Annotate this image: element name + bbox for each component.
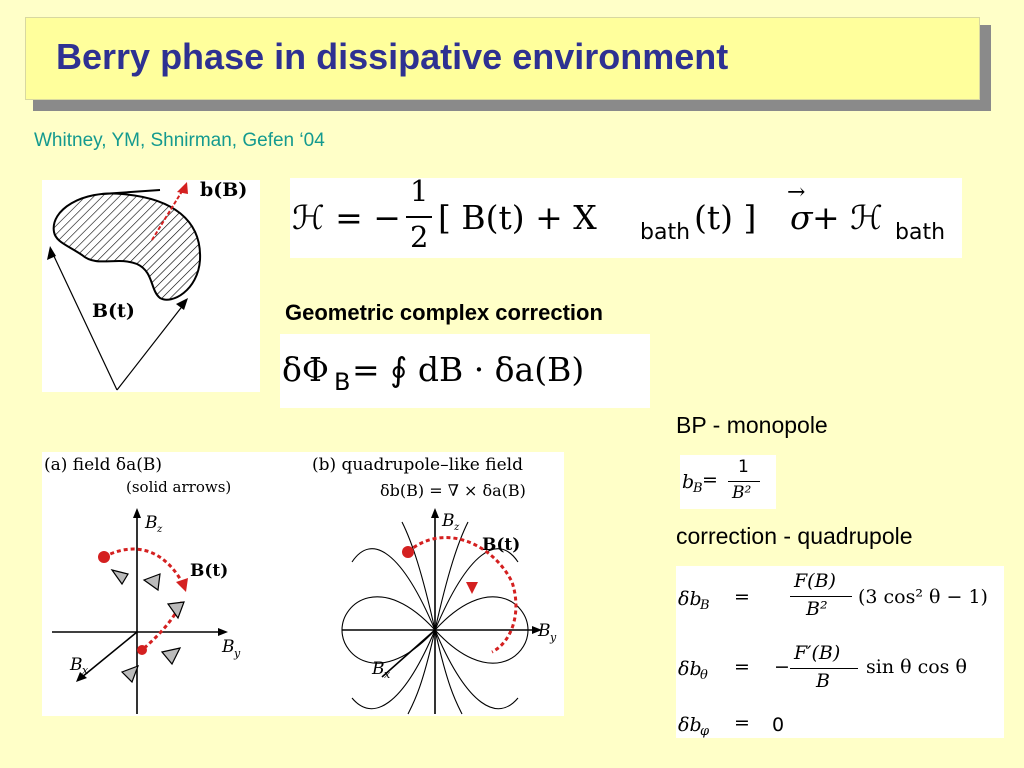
field-figure: (a) field δa(B) (solid arrows) (b) quadr… [42,452,564,716]
hamiltonian-sigma: σ [790,198,813,237]
hamiltonian-bracket-body: [ B(t) + X [438,198,597,237]
correction-rhs: = ∮ dB · δa(B) [352,350,585,389]
panel-a-dashed-path [103,547,184,583]
quad-row2-sub: θ [700,668,708,683]
quad-row2-bar [790,668,858,669]
berry-loop-diagram: b(B) B(t) [47,179,247,391]
panel-b-label: (b) quadrupole–like field [312,455,523,475]
monopole-equation: b B = 1 B² [680,455,776,509]
panel-a-axis-z: B [144,513,158,533]
panel-a-axes [52,514,222,714]
panel-b-axis-y: B [537,621,551,641]
quad-row3-sub: φ [700,724,710,739]
quad-row1-num: F(B) [794,570,836,592]
quad-row2-lhs: δb [678,658,702,680]
hatched-loop [52,192,202,301]
panel-a-label: (a) field δa(B) [44,455,162,475]
panel-a-axis-y: B [221,637,235,657]
correction-equation: δΦ B = ∮ dB · δa(B) [280,334,650,408]
panel-a-sublabel: (solid arrows) [126,478,231,496]
cone-left-edge [51,251,118,391]
monopole-eq-sign: = [702,469,718,491]
b-vector-arrow [151,187,185,241]
quad-row1-tail: (3 cos² θ − 1) [858,586,988,608]
quadrupole-label: correction - quadrupole [676,523,913,549]
hamiltonian-equation: ℋ = − 1 2 [ B(t) + X bath (t) ] → σ + ℋ … [290,174,962,258]
correction-lhs: δΦ [282,350,329,389]
quad-row3-lhs: δb [678,714,702,736]
B-of-t-label: B(t) [92,300,135,322]
panel-a-axis-y-sub: y [233,647,241,660]
hamiltonian-lhs: ℋ = − [292,198,401,237]
quad-row2-num: F′(B) [794,642,841,664]
quad-row2-sign: − [774,656,790,678]
panel-b-sublabel: δb(B) = ∇ × δa(B) [380,481,526,500]
monopole-num: 1 [738,457,749,477]
quad-row1-lhs: δb [678,588,702,610]
sigma-vector-arrow: → [787,180,806,205]
quad-row1-op: = [734,586,750,608]
panel-b-axis-x-sub: x [384,668,391,681]
berry-loop-figure: b(B) B(t) [42,179,260,392]
quadrupole-equations: δb B = F(B) B² (3 cos² θ − 1) δb θ = − F… [676,566,1004,739]
monopole-frac-bar [728,481,760,482]
panel-b-axis-y-sub: y [549,631,557,644]
monopole-lhs: b [682,471,695,493]
quad-row1-bar [790,596,852,597]
monopole-den: B² [732,483,752,503]
cone-right-edge [116,303,185,391]
panel-a-solid-arrows [110,569,185,684]
monopole-lhs-sub: B [693,481,703,496]
title-box: Berry phase in dissipative environment [25,17,980,100]
hamiltonian-frac-den: 2 [410,220,429,254]
monopole-label: BP - monopole [676,412,828,438]
slide-title: Berry phase in dissipative environment [56,36,729,77]
panel-a-axis-x: B [69,655,83,675]
hamiltonian-sub-bath: bath [640,220,691,245]
quad-row2-op: = [734,656,750,678]
b-of-B-label: b(B) [200,180,247,201]
hamiltonian-frac-bar [406,216,432,218]
geometric-heading: Geometric complex correction [285,300,603,325]
hamiltonian-bracket-close: (t) ] [694,198,757,237]
hamiltonian-sub-bath-2: bath [895,220,946,245]
quad-row2-tail: sin θ cos θ [866,656,967,678]
quad-row3-tail: 0 [772,714,785,736]
correction-lhs-sub: B [334,368,351,396]
quad-row3-op: = [734,712,750,734]
panel-b-field-lines [341,521,529,715]
panel-b-axis-z-sub: z [453,522,460,533]
quad-row1-den: B² [806,598,828,620]
quad-row2-den: B [816,670,830,692]
panel-b-axis-z: B [441,511,455,531]
panel-a-axis-x-sub: x [82,664,89,677]
authors-citation: Whitney, YM, Shnirman, Gefen ‘04 [34,130,325,151]
hamiltonian-plus: + ℋ [812,198,883,237]
panel-a-Bt-label: B(t) [190,561,228,581]
panel-b-axis-x: B [371,659,385,679]
quad-row1-sub: B [700,598,710,613]
field-diagram: (a) field δa(B) (solid arrows) (b) quadr… [44,455,557,715]
panel-a-axis-z-sub: z [156,524,163,535]
hamiltonian-frac-num: 1 [410,174,429,208]
